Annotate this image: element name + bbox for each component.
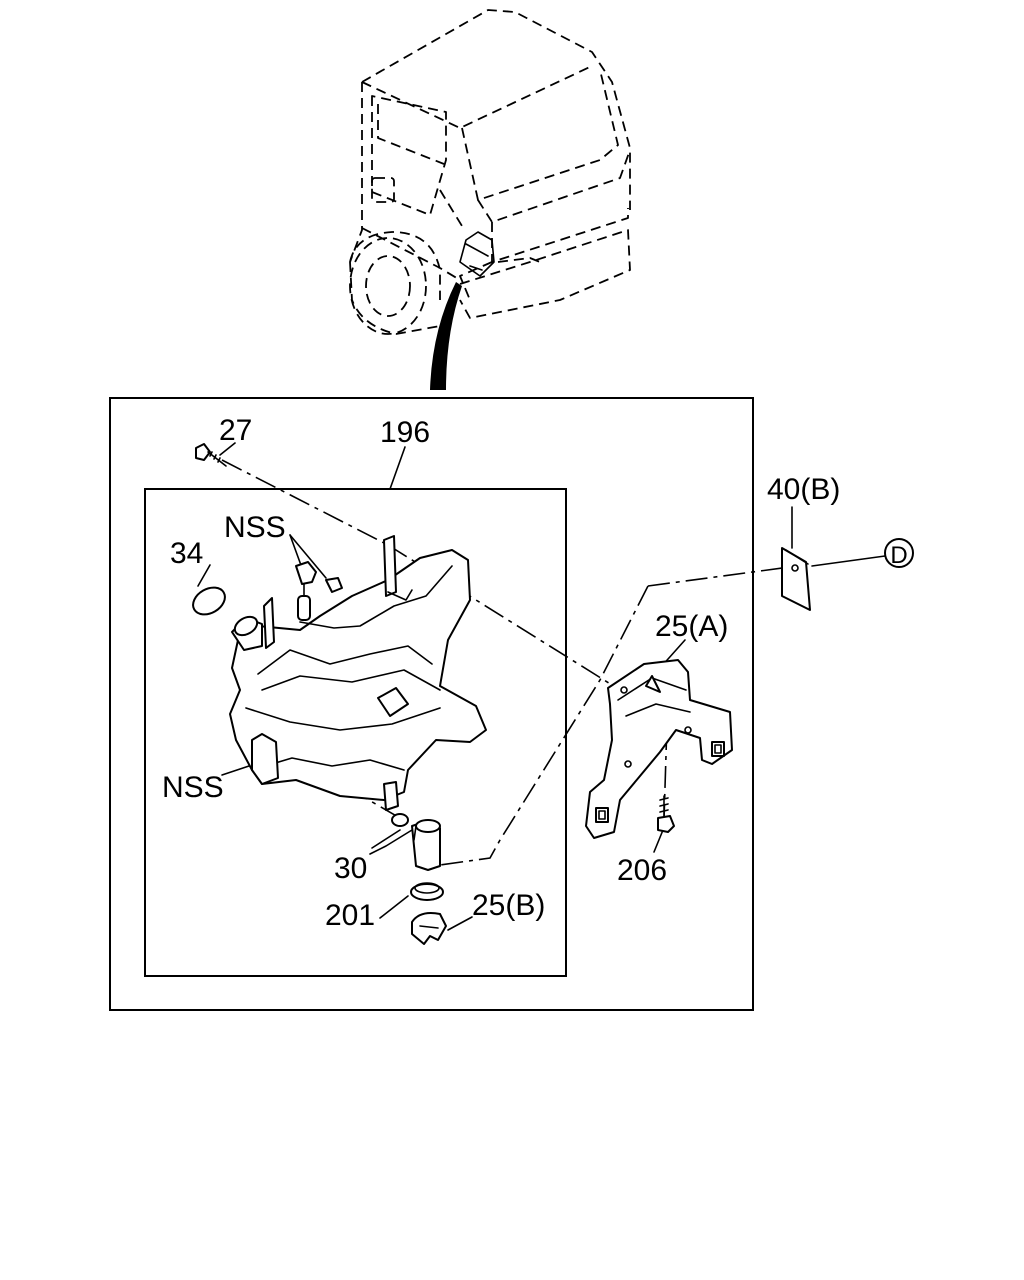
callout-201: 201: [325, 899, 375, 932]
tank-location-on-truck: [459, 231, 495, 277]
pad-40b-part: [781, 547, 811, 611]
outer-detail-frame: [109, 397, 754, 1011]
pump-motor-30-part: [391, 813, 441, 871]
bracket-25a-part: [585, 659, 733, 839]
callout-d: D: [890, 542, 907, 569]
callout-30: 30: [334, 852, 367, 885]
callout-27: 27: [219, 414, 252, 447]
callout-206: 206: [617, 854, 667, 887]
callout-40b: 40(B): [767, 473, 840, 506]
bolt-206-part: [657, 795, 675, 833]
callout-25b: 25(B): [472, 889, 545, 922]
seal-201-part: [410, 882, 444, 901]
callout-34: 34: [170, 537, 203, 570]
ref-d-circle: [884, 538, 914, 568]
clip-25b-part: [411, 912, 447, 945]
nss-fittings-part: [295, 561, 343, 621]
callout-196: 196: [380, 416, 430, 449]
cap-34-part: [192, 586, 226, 616]
callout-nss-left: NSS: [162, 771, 224, 804]
truck-cab-outline: [349, 9, 631, 335]
bolt-27-part: [195, 443, 227, 467]
callout-25a: 25(A): [655, 610, 728, 643]
assembly-196-frame: [144, 488, 567, 977]
callout-labels: 27 196 34 NSS NSS 30 201 25(B) 25(A) 206…: [162, 414, 908, 932]
callout-nss-top: NSS: [224, 511, 286, 544]
washer-tank-part: [229, 535, 487, 811]
detail-pointer-arrow: [430, 282, 462, 390]
